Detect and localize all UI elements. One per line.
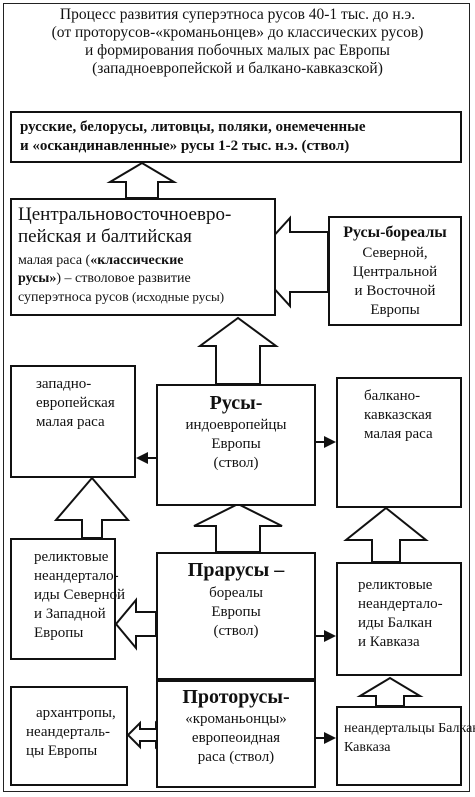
box-text: архантропы, [36, 705, 116, 721]
box-text: европеоидная [191, 730, 281, 746]
box-text: Кавказа [344, 740, 391, 755]
box-text-part: суперэтноса русов [18, 290, 129, 305]
box-russ-boreals: Русы-бореалы Северной, Центральной и Вос… [328, 216, 462, 326]
box-text: раса (ствол) [197, 749, 275, 765]
arrow-up-to-west-race [53, 476, 131, 539]
box-relic-neanderthaloids-north: реликтовые неандертало- иды Северной и З… [10, 538, 125, 660]
box-text-part: ) – стволовое развитие [56, 271, 191, 286]
arrow-up-to-relic-balkan [356, 676, 424, 707]
arrow-thin-to-balkan-race [324, 436, 336, 448]
title-line: и формирования побочных малых рас Европы [85, 42, 390, 59]
box-text: европейская [36, 395, 115, 411]
arrow-up-to-modern [106, 161, 178, 199]
outer-frame [3, 3, 470, 792]
box-text-part: малая раса ( [18, 253, 91, 268]
box-west-european-race: западно- европейская малая раса [10, 365, 136, 478]
box-text: русы») – стволовое развитие [18, 270, 191, 288]
box-prarusy-boreals: Прарусы – бореалы Европы (ствол) [156, 552, 316, 680]
box-text: Европы [34, 625, 84, 641]
box-text: балкано- [364, 388, 421, 404]
box-heading: Прарусы – [158, 558, 314, 582]
box-text: реликтовые [34, 549, 109, 565]
title-line: Процесс развития суперэтноса русов 40-1 … [59, 6, 416, 23]
box-neanderthals-balkan: неандертальцы Балкан и Кавказа [336, 706, 475, 786]
arrow-thin-to-relic-balkan [324, 630, 336, 642]
box-text: и Восточной [354, 283, 436, 299]
box-text: Европы [211, 436, 261, 452]
box-text: цы Европы [26, 743, 98, 759]
box-heading: Русы- [209, 392, 263, 414]
box-text: бореалы [209, 585, 263, 601]
box-text: реликтовые [358, 577, 433, 593]
title-line: (западноевропейской и балкано-кавказской… [92, 60, 383, 77]
box-text: малая раса («классические [18, 252, 183, 270]
arrow-left-to-relic-north [114, 597, 157, 651]
box-text: (ствол) [213, 455, 259, 471]
box-relic-neanderthaloids-balkan: реликтовые неандертало- иды Балкан и Кав… [336, 562, 462, 676]
box-text: «кроманьонцы» [185, 711, 287, 727]
box-text: Центральной [352, 264, 438, 280]
title-line: (от проторусов-«кроманьонцев» до классич… [51, 24, 424, 41]
box-archanthropes: архантропы, неандерталь- цы Европы [10, 686, 128, 786]
box-text: пейская и балтийская [18, 226, 192, 247]
box-text: неандерталь- [26, 724, 110, 740]
box-text: западно- [36, 376, 92, 392]
box-text: малая раса [364, 426, 433, 442]
box-text: кавказская [364, 407, 432, 423]
box-text: и Кавказа [358, 634, 420, 650]
box-text: неандертальцы Балкан и [344, 721, 475, 736]
box-text: Северной, [362, 245, 428, 261]
box-text: иды Северной [34, 587, 126, 603]
box-text-part: русы» [18, 271, 57, 286]
box-text: русские, белорусы, литовцы, поляки, онем… [20, 119, 366, 135]
box-text: (ствол) [213, 623, 259, 639]
box-text: и «оскандинавленные» русы 1-2 тыс. н.э. … [20, 138, 350, 154]
box-central-race: Центральновосточноевро- пейская и балтий… [10, 198, 276, 316]
box-heading: Проторусы- [182, 686, 290, 708]
box-text: суперэтноса русов (исходные русы) [18, 288, 224, 307]
arrow-thin-to-neander-balkan [324, 732, 336, 744]
arrow-up-to-balkan-race [343, 506, 429, 563]
box-text: Европы [211, 604, 261, 620]
box-text: иды Балкан [358, 615, 433, 631]
box-text: индоевропейцы [185, 417, 287, 433]
box-text: Центральновосточноевро- [18, 204, 232, 225]
diagram-title: Процесс развития суперэтноса русов 40-1 … [8, 6, 467, 78]
box-heading-text: Прарусы [187, 559, 270, 581]
box-rusy-indoeuropeans: Русы- индоевропейцы Европы (ствол) [156, 384, 316, 506]
box-text: и Западной [34, 606, 106, 622]
box-text: Европы [370, 302, 420, 318]
arrow-up-to-central [196, 316, 280, 385]
box-text-part: (исходные русы) [128, 289, 225, 304]
arrow-up-to-rusy [193, 502, 283, 553]
box-modern-russians: русские, белорусы, литовцы, поляки, онем… [10, 111, 462, 163]
box-heading: Русы-бореалы [343, 224, 447, 241]
box-text: неандертало- [34, 568, 119, 584]
box-balkan-caucasian-race: балкано- кавказская малая раса [336, 377, 462, 508]
box-text: малая раса [36, 414, 105, 430]
arrow-thin-to-west-race [136, 452, 148, 464]
box-text: неандертало- [358, 596, 443, 612]
box-heading-dash: – [269, 559, 285, 581]
box-protorusy-cromagnons: Проторусы- «кроманьонцы» европеоидная ра… [156, 680, 316, 788]
box-text-part: «классические [90, 253, 184, 268]
